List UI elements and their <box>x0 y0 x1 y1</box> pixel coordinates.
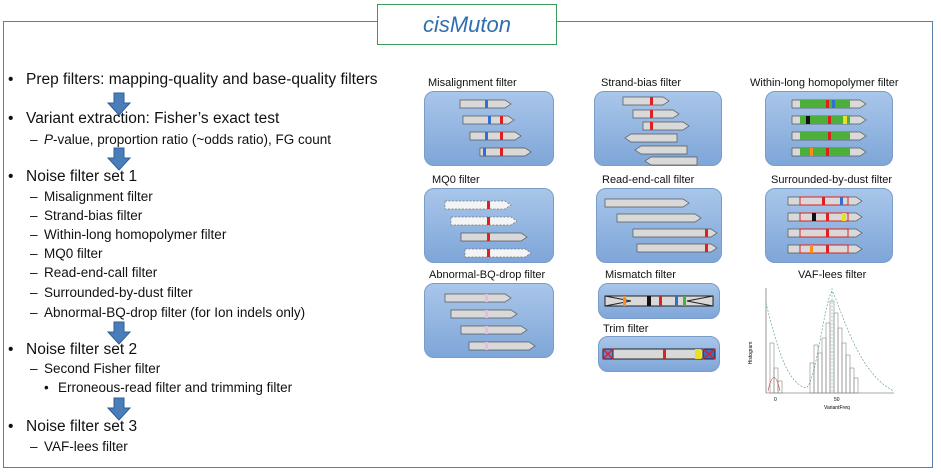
step-prep: • Prep filters: mapping-quality and base-… <box>8 71 378 89</box>
step-noise-set-3: • Noise filter set 3 <box>8 418 137 436</box>
bullet-icon: • <box>8 110 14 127</box>
label-mq0: MQ0 filter <box>432 174 480 186</box>
down-arrow-icon <box>106 321 132 345</box>
vaf-xlabel: VariantFreq <box>824 405 850 411</box>
title-box: cisMuton <box>377 4 557 45</box>
substep-item: –Second Fisher filter <box>30 361 161 376</box>
step-label: Noise filter set 2 <box>26 341 138 358</box>
vaf-xtick-50: 50 <box>834 397 840 403</box>
step-noise-set-2: • Noise filter set 2 <box>8 341 137 359</box>
panel-mq0 <box>424 188 554 263</box>
panel-misalignment <box>424 91 554 166</box>
homopolymer-reads-graphic <box>791 99 867 157</box>
vaf-density-curve <box>765 290 895 392</box>
panel-read-end <box>596 188 722 263</box>
down-arrow-icon <box>106 92 132 116</box>
substep-label: -value, proportion ratio (~odds ratio), … <box>53 132 332 147</box>
step-label: Noise filter set 1 <box>26 168 138 185</box>
label-trim: Trim filter <box>603 323 649 335</box>
page-title: cisMuton <box>422 11 512 37</box>
bullet-icon: • <box>8 71 14 88</box>
substep-item: –Read-end-call filter <box>30 265 158 280</box>
bullet-icon: • <box>8 418 14 435</box>
panel-bq-drop <box>424 283 554 358</box>
label-bq-drop: Abnormal-BQ-drop filter <box>429 269 546 281</box>
dust-reads-graphic <box>787 196 863 254</box>
substep-item: –Abnormal-BQ-drop filter (for Ion indels… <box>30 305 306 320</box>
vaf-histogram-bars <box>769 300 859 394</box>
bq-drop-reads-graphic <box>444 293 536 351</box>
mq0-reads-graphic <box>444 200 532 258</box>
down-arrow-icon <box>106 397 132 421</box>
step-label: Noise filter set 3 <box>26 418 138 435</box>
step-label: Variant extraction: Fisher’s exact test <box>26 110 280 127</box>
p-italic: P <box>44 132 54 147</box>
label-read-end: Read-end-call filter <box>602 174 695 186</box>
down-arrow-icon <box>106 147 132 171</box>
bullet-icon: • <box>8 341 14 358</box>
step-noise-set-1: • Noise filter set 1 <box>8 168 137 186</box>
label-strand-bias: Strand-bias filter <box>601 77 682 89</box>
strand-bias-reads-graphic <box>622 96 698 166</box>
subsubstep-item: •Erroneous-read filter and trimming filt… <box>44 380 293 395</box>
vaf-xtick-0: 0 <box>774 397 777 403</box>
vaf-noise-curve <box>767 377 781 392</box>
substep-pvalue: –P-value, proportion ratio (~odds ratio)… <box>30 132 331 147</box>
bullet-icon: • <box>8 168 14 185</box>
panel-mismatch <box>598 283 720 319</box>
substep-item: –VAF-lees filter <box>30 439 128 454</box>
label-mismatch: Mismatch filter <box>605 269 676 281</box>
read-end-reads-graphic <box>604 198 718 253</box>
mismatch-read-graphic <box>604 295 714 307</box>
trim-read-graphic <box>602 348 716 360</box>
substep-item: –Misalignment filter <box>30 189 153 204</box>
label-dust: Surrounded-by-dust filter <box>771 174 893 186</box>
panel-homopolymer <box>765 91 893 166</box>
substep-item: –MQ0 filter <box>30 246 103 261</box>
substep-item: –Surrounded-by-dust filter <box>30 285 193 300</box>
substep-item: –Within-long homopolymer filter <box>30 227 227 242</box>
label-misalignment: Misalignment filter <box>428 77 517 89</box>
vaf-ylabel: Histogram <box>748 342 754 365</box>
label-homopolymer: Within-long homopolymer filter <box>750 77 899 89</box>
dash-icon: – <box>30 132 38 147</box>
panel-dust <box>765 188 893 263</box>
misalignment-reads-graphic <box>459 99 532 157</box>
step-variant-extraction: • Variant extraction: Fisher’s exact test <box>8 110 279 128</box>
label-vaf: VAF-lees filter <box>798 269 867 281</box>
substep-item: –Strand-bias filter <box>30 208 143 223</box>
step-label: Prep filters: mapping-quality and base-q… <box>26 71 378 88</box>
panel-trim <box>598 336 720 372</box>
panel-strand-bias <box>594 91 722 166</box>
vaf-histogram: Histogram 0 50 VariantFreq <box>748 288 895 411</box>
